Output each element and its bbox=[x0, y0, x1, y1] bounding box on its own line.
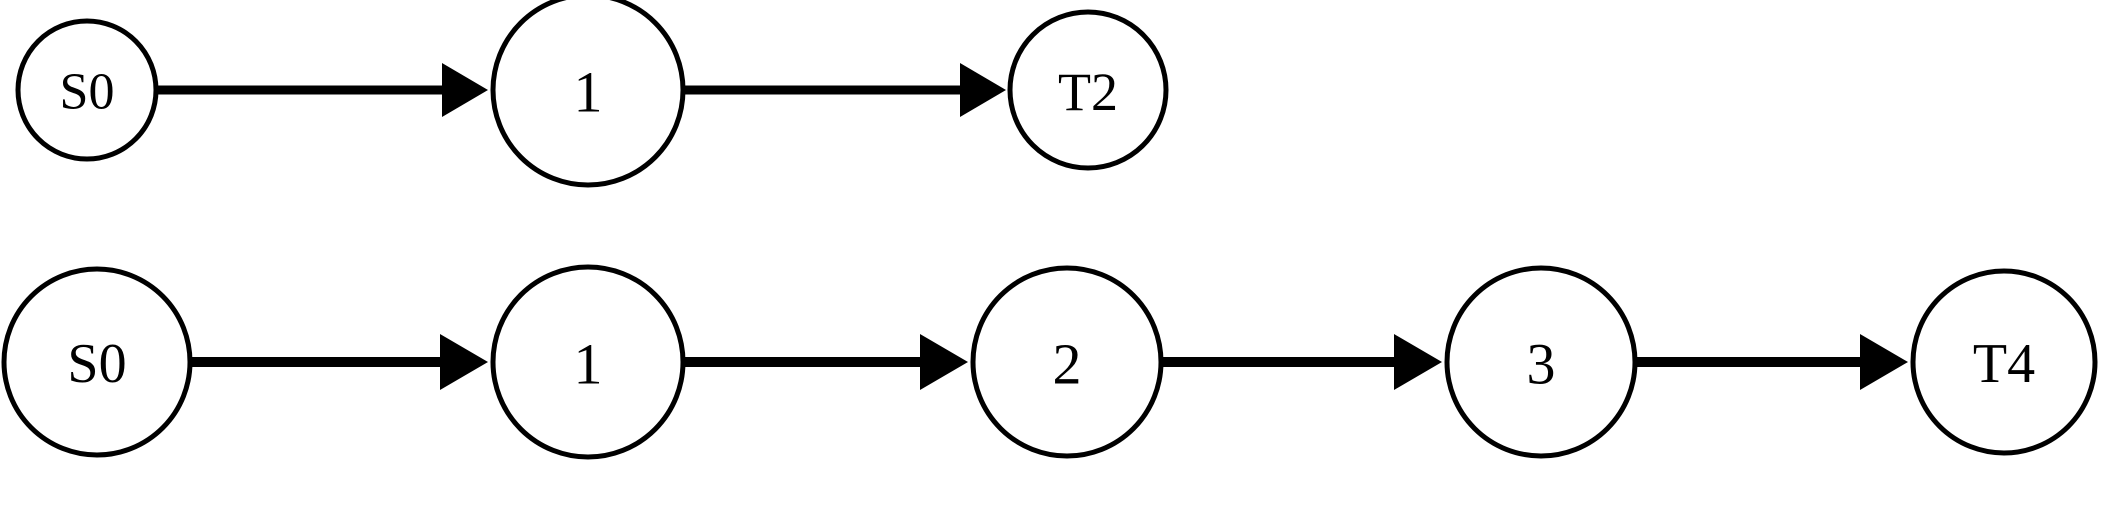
node-circle[interactable] bbox=[490, 264, 686, 460]
edge-2-to-3 bbox=[1162, 334, 1442, 390]
node-circle[interactable] bbox=[1007, 9, 1169, 171]
node-top-path-T2[interactable]: T2 bbox=[1007, 9, 1169, 171]
arrowhead-icon bbox=[960, 63, 1006, 117]
node-circle[interactable] bbox=[1444, 265, 1638, 459]
node-label: 3 bbox=[1527, 332, 1556, 397]
node-bottom-path-2[interactable]: 2 bbox=[970, 265, 1164, 459]
arrowhead-icon bbox=[920, 334, 968, 390]
node-label: 1 bbox=[574, 332, 603, 397]
node-label: T2 bbox=[1058, 62, 1118, 122]
node-label: T4 bbox=[1973, 333, 2035, 395]
arrowhead-icon bbox=[440, 334, 488, 390]
edge-3-to-T4 bbox=[1636, 334, 1908, 390]
node-circle[interactable] bbox=[490, 0, 686, 188]
node-bottom-path-T4[interactable]: T4 bbox=[1910, 268, 2098, 456]
node-top-path-1[interactable]: 1 bbox=[490, 0, 686, 188]
node-label: 2 bbox=[1053, 332, 1082, 397]
node-top-path-S0[interactable]: S0 bbox=[15, 18, 159, 162]
arrowhead-icon bbox=[1860, 334, 1908, 390]
edge-1-to-T2 bbox=[684, 63, 1006, 117]
edge-1-to-2 bbox=[684, 334, 968, 390]
node-circle[interactable] bbox=[970, 265, 1164, 459]
edges-layer bbox=[157, 63, 1908, 390]
node-bottom-path-S0[interactable]: S0 bbox=[1, 266, 193, 458]
edge-S0-to-1 bbox=[191, 334, 488, 390]
node-circle[interactable] bbox=[1910, 268, 2098, 456]
node-circle[interactable] bbox=[1, 266, 193, 458]
arrowhead-icon bbox=[1394, 334, 1442, 390]
edge-S0-to-1 bbox=[157, 63, 488, 117]
arrowhead-icon bbox=[442, 63, 488, 117]
node-label: 1 bbox=[574, 60, 603, 125]
node-label: S0 bbox=[60, 64, 115, 121]
node-circle[interactable] bbox=[15, 18, 159, 162]
node-bottom-path-3[interactable]: 3 bbox=[1444, 265, 1638, 459]
node-bottom-path-1[interactable]: 1 bbox=[490, 264, 686, 460]
node-label: S0 bbox=[67, 333, 126, 395]
